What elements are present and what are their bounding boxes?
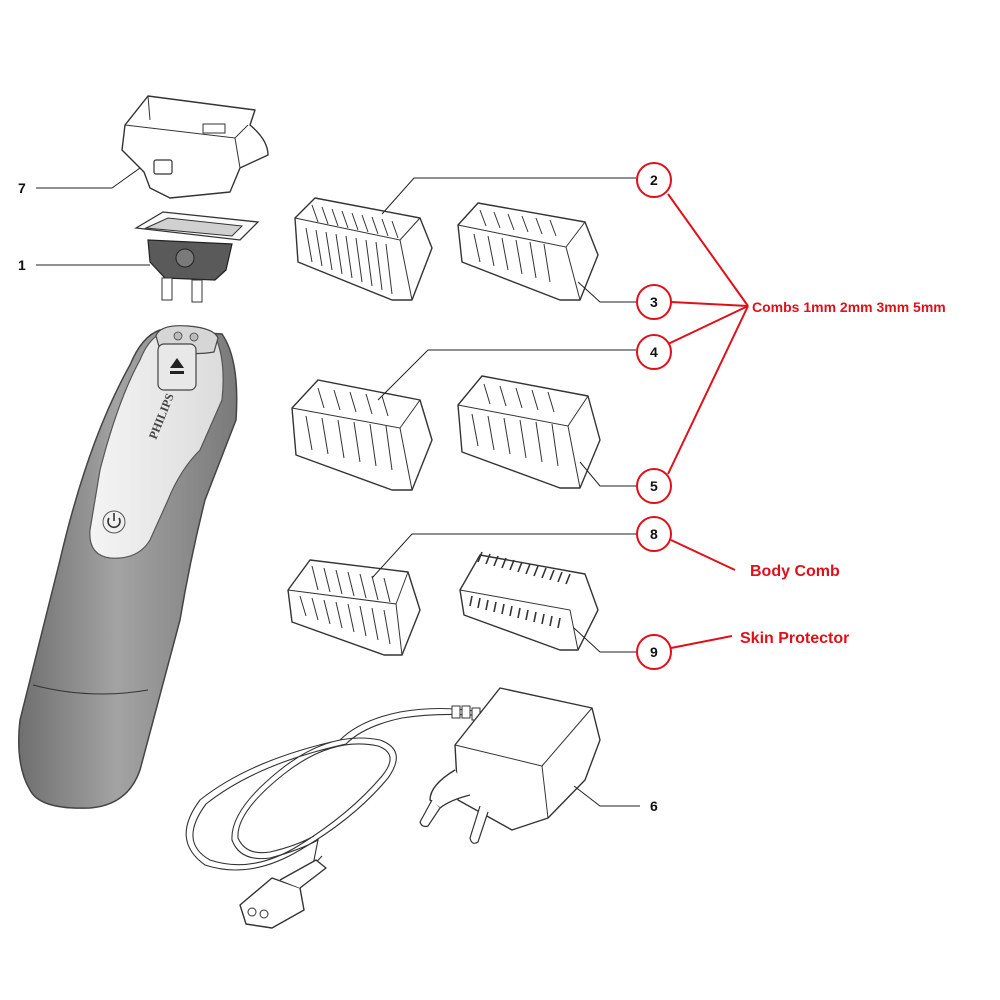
label-part-6: 6 <box>650 798 658 814</box>
power-icon <box>107 513 121 529</box>
appliance-plug <box>239 859 327 929</box>
part-7-protection-cap <box>121 95 269 199</box>
label-part-5: 5 <box>650 478 658 494</box>
label-part-1: 1 <box>18 257 26 273</box>
comb-3 <box>457 202 599 301</box>
comb-4 <box>291 379 433 491</box>
label-part-2: 2 <box>650 172 658 188</box>
power-button <box>102 510 126 534</box>
part-numbers: 7 1 2 3 4 5 8 9 6 <box>18 172 658 814</box>
eject-icon <box>170 358 184 368</box>
trimmer-handle: PHILIPS <box>18 325 238 809</box>
skin-protector-annotation: Skin Protector <box>740 630 849 647</box>
comb-5 <box>457 375 601 489</box>
part-6-adapter <box>185 687 601 929</box>
part-1-blade <box>134 211 260 303</box>
leader-lines <box>36 167 640 807</box>
comb-2 <box>294 197 433 301</box>
body-comb-8 <box>287 559 421 656</box>
body-comb-annotation: Body Comb <box>750 563 840 580</box>
label-part-4: 4 <box>650 344 658 360</box>
label-part-3: 3 <box>650 294 658 310</box>
label-part-7: 7 <box>18 180 26 196</box>
label-part-8: 8 <box>650 526 658 542</box>
skin-protector-9 <box>459 551 599 651</box>
eject-button <box>157 343 197 391</box>
label-part-9: 9 <box>650 644 658 660</box>
combs-annotation: Combs 1mm 2mm 3mm 5mm <box>752 299 946 315</box>
red-markup <box>636 162 749 670</box>
